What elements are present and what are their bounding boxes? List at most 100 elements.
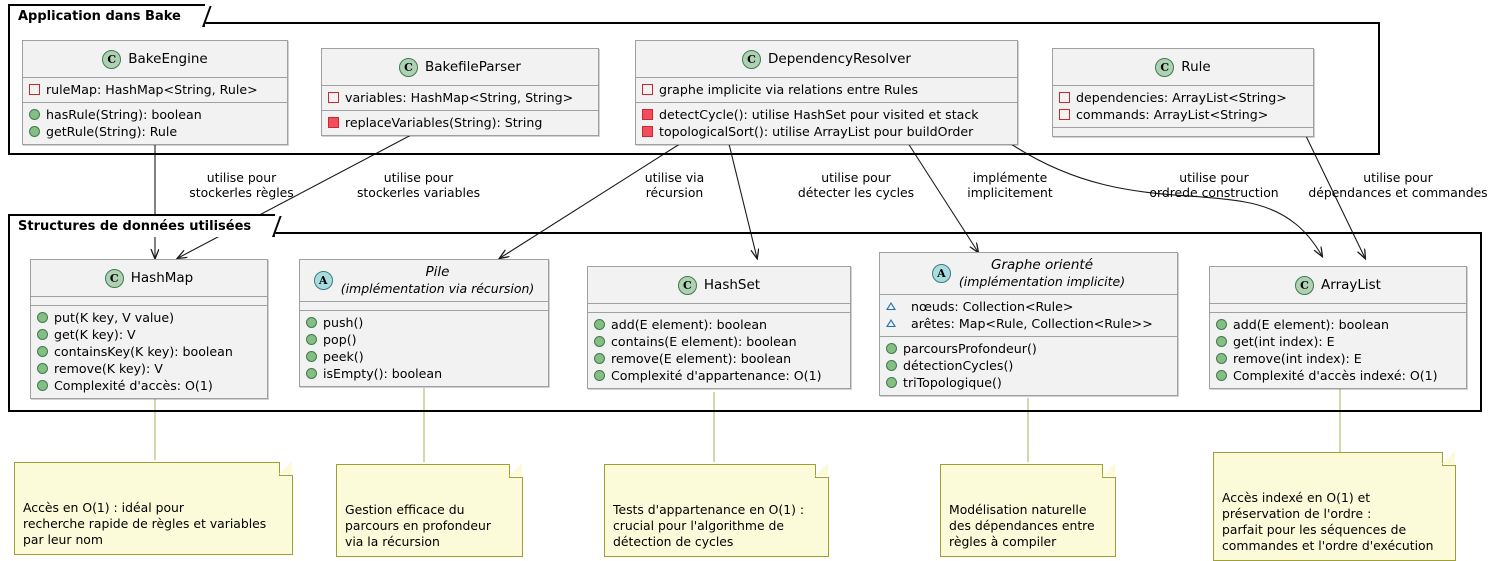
class-fields-hashmap-empty [31, 297, 267, 306]
method-row: Complexité d'accès indexé: O(1) [1216, 367, 1460, 384]
method-text: hasRule(String): boolean [46, 107, 202, 122]
class-stereotype-icon: C [399, 57, 418, 77]
public-method-icon [29, 109, 40, 120]
edge-label-dependencyresolver-arraylist: utilise pour ordrede construction [1149, 170, 1279, 200]
class-graphe-oriente[interactable]: A Graphe orienté (implémentation implici… [879, 252, 1178, 396]
method-text: topologicalSort(): utilise ArrayList pou… [659, 124, 974, 139]
class-hashmap[interactable]: C HashMap put(K key, V value) get(K key)… [30, 259, 268, 399]
private-field-icon [1059, 92, 1070, 103]
method-row: push() [306, 314, 542, 331]
note-text: Modélisation naturelle des dépendances e… [949, 502, 1095, 549]
class-methods-pile: push() pop() peek() isEmpty(): boolean [300, 311, 548, 386]
class-fields-hashset-empty [588, 304, 850, 313]
class-bakefileparser[interactable]: C BakefileParser variables: HashMap<Stri… [321, 48, 599, 136]
method-row: remove(K key): V [37, 360, 261, 377]
class-name: HashSet [703, 276, 761, 293]
method-row: isEmpty(): boolean [306, 365, 542, 382]
method-text: get(int index): E [1233, 334, 1335, 349]
field-text: arêtes: Map<Rule, Collection<Rule>> [911, 315, 1153, 331]
method-row: remove(E element): boolean [594, 350, 844, 367]
method-row: peek() [306, 348, 542, 365]
package-application-dans-bake [8, 22, 1380, 155]
private-method-icon [328, 117, 339, 128]
abstract-stereotype-icon: A [313, 270, 333, 290]
method-text: containsKey(K key): boolean [54, 344, 233, 359]
method-text: replaceVariables(String): String [345, 115, 543, 130]
public-method-icon [1216, 319, 1227, 330]
method-row: detectCycle(): utilise HashSet pour visi… [642, 106, 1011, 123]
protected-field-icon [886, 302, 905, 310]
class-name: BakeEngine [128, 50, 208, 67]
class-fields-pile-empty [300, 302, 548, 311]
class-name: ArrayList [1321, 276, 1381, 293]
note-fold-corner [815, 463, 829, 478]
method-text: Complexité d'accès: O(1) [54, 378, 213, 393]
field-text: variables: HashMap<String, String> [345, 90, 574, 105]
class-fields-bakefileparser: variables: HashMap<String, String> [322, 86, 598, 111]
public-method-icon [306, 316, 317, 328]
public-method-icon [306, 333, 317, 345]
class-fields-graphe: nœuds: Collection<Rule> arêtes: Map<Rule… [880, 295, 1177, 337]
class-pile[interactable]: A Pile (implémentation via récursion) pu… [299, 259, 549, 387]
class-stereotype-icon: C [102, 49, 122, 69]
class-methods-dependencyresolver: detectCycle(): utilise HashSet pour visi… [636, 103, 1017, 144]
class-header-dependencyresolver: C DependencyResolver [636, 41, 1017, 78]
public-method-icon [37, 312, 48, 323]
method-text: detectCycle(): utilise HashSet pour visi… [659, 107, 979, 122]
method-row: replaceVariables(String): String [328, 114, 592, 131]
public-method-icon [37, 329, 48, 340]
edge-label-dependencyresolver-pile: utilise via récursion [644, 170, 705, 200]
class-bakeengine[interactable]: C BakeEngine ruleMap: HashMap<String, Ru… [22, 40, 288, 145]
class-header-pile: A Pile (implémentation via récursion) [300, 260, 548, 302]
package-label-application: Application dans Bake [8, 4, 205, 27]
abstract-stereotype-icon: A [931, 263, 951, 283]
method-text: add(E element): boolean [611, 317, 768, 332]
class-dependencyresolver[interactable]: C DependencyResolver graphe implicite vi… [635, 40, 1018, 145]
public-method-icon [594, 370, 605, 381]
public-method-icon [306, 350, 317, 362]
class-arraylist[interactable]: C ArrayList add(E element): boolean get(… [1209, 266, 1467, 389]
method-text: remove(K key): V [54, 361, 163, 376]
class-name: Rule [1181, 58, 1211, 75]
public-method-icon [886, 376, 897, 388]
field-text: dependencies: ArrayList<String> [1076, 90, 1287, 105]
method-text: add(E element): boolean [1233, 317, 1390, 332]
note-text: Gestion efficace du parcours en profonde… [345, 502, 491, 549]
public-method-icon [37, 380, 48, 391]
public-method-icon [1216, 353, 1227, 364]
class-name: Pile (implémentation via récursion) [341, 264, 535, 297]
class-methods-hashmap: put(K key, V value) get(K key): V contai… [31, 306, 267, 398]
class-methods-hashset: add(E element): boolean contains(E eleme… [588, 313, 850, 388]
field-text: commands: ArrayList<String> [1076, 107, 1269, 122]
public-method-icon [37, 363, 48, 374]
field-row: nœuds: Collection<Rule> [886, 298, 1171, 315]
note-fold-corner [1102, 463, 1116, 478]
field-text: nœuds: Collection<Rule> [911, 298, 1074, 314]
note-fold-corner [279, 461, 293, 476]
note-arraylist: Accès indexé en O(1) et préservation de … [1213, 451, 1456, 561]
public-method-icon [37, 346, 48, 357]
method-text: remove(int index): E [1233, 351, 1362, 366]
method-text: peek() [323, 348, 364, 364]
note-graphe: Modélisation naturelle des dépendances e… [940, 463, 1116, 557]
class-header-bakefileparser: C BakefileParser [322, 49, 598, 86]
class-rule[interactable]: C Rule dependencies: ArrayList<String> c… [1052, 48, 1314, 137]
method-text: pop() [323, 331, 357, 347]
class-methods-bakeengine: hasRule(String): boolean getRule(String)… [23, 103, 287, 144]
class-header-hashmap: C HashMap [31, 260, 267, 297]
class-stereotype-icon: C [742, 49, 762, 69]
method-row: triTopologique() [886, 374, 1171, 391]
public-method-icon [1216, 370, 1227, 381]
method-text: push() [323, 314, 364, 330]
class-name: DependencyResolver [768, 50, 911, 67]
field-row: ruleMap: HashMap<String, Rule> [29, 81, 281, 98]
class-methods-arraylist: add(E element): boolean get(int index): … [1210, 313, 1466, 388]
note-text: Accès en O(1) : idéal pour recherche rap… [23, 500, 267, 547]
class-hashset[interactable]: C HashSet add(E element): boolean contai… [587, 266, 851, 389]
private-field-icon [29, 84, 40, 95]
note-hashset: Tests d'appartenance en O(1) : crucial p… [604, 463, 829, 557]
private-method-icon [642, 126, 653, 137]
class-fields-bakeengine: ruleMap: HashMap<String, Rule> [23, 78, 287, 103]
class-stereotype-icon: C [1295, 275, 1315, 295]
class-name: HashMap [130, 269, 194, 286]
